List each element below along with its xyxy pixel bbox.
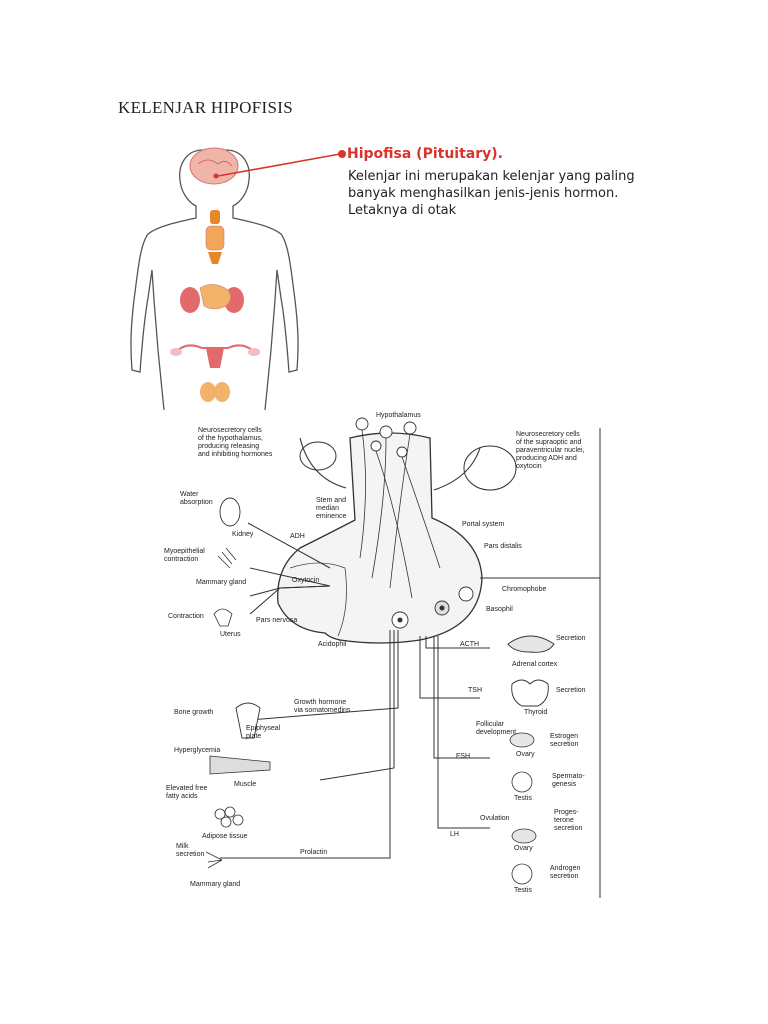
- label-kidney: Kidney: [232, 531, 254, 538]
- label-hypothalamus: Hypothalamus: [376, 412, 421, 419]
- label-neuro-right-5: oxytocin: [516, 463, 542, 470]
- label-growth-2: via somatomedins: [294, 707, 351, 714]
- label-pars-distalis: Pars distalis: [484, 543, 522, 550]
- label-epiphyseal-2: plate: [246, 733, 261, 740]
- label-acth: ACTH: [460, 641, 479, 648]
- label-elevated-1: Elevated free: [166, 785, 207, 792]
- adrenal-cortex-shape: [507, 635, 555, 653]
- label-elevated-2: fatty acids: [166, 793, 198, 800]
- label-oxytocin: Oxytocin: [292, 577, 319, 584]
- label-lh: LH: [450, 831, 459, 838]
- label-water-2: absorption: [180, 499, 213, 506]
- label-acidophil: Acidophil: [318, 641, 347, 648]
- label-secretion-2: Secretion: [556, 687, 586, 694]
- description-line-1: Kelenjar ini merupakan kelenjar yang pal…: [348, 169, 635, 184]
- label-neuro-left-3: producing releasing: [198, 443, 259, 450]
- label-testis-2: Testis: [514, 887, 532, 894]
- label-spermato-2: genesis: [552, 781, 577, 788]
- label-stem-3: eminence: [316, 513, 346, 520]
- label-stem-2: median: [316, 505, 339, 512]
- label-epiphyseal-1: Epiphyseal: [246, 725, 281, 732]
- label-hyperglycemia: Hyperglycemia: [174, 747, 220, 754]
- label-myoepithelial-1: Myoepithelial: [164, 548, 205, 555]
- label-fsh: FSH: [456, 753, 470, 760]
- label-ovary-1: Ovary: [516, 751, 535, 758]
- label-ovulation: Ovulation: [480, 815, 510, 822]
- label-androgen-1: Androgen: [550, 865, 580, 872]
- label-tsh: TSH: [468, 687, 482, 694]
- pituitary-description: Kelenjar ini merupakan kelenjar yang pal…: [348, 168, 668, 219]
- callout-line: [217, 153, 341, 177]
- label-muscle: Muscle: [234, 781, 256, 788]
- label-estrogen-2: secretion: [550, 741, 579, 748]
- label-milk-2: secretion: [176, 851, 205, 858]
- body-outline: [130, 149, 299, 410]
- label-estrogen-1: Estrogen: [550, 733, 578, 740]
- label-neuro-right-4: producing ADH and: [516, 455, 577, 462]
- description-line-2: banyak menghasilkan jenis-jenis hormon.: [348, 186, 619, 201]
- pituitary-heading: Hipofisa (Pituitary).: [347, 146, 503, 162]
- pituitary-gland: [277, 432, 483, 644]
- label-adrenal-cortex: Adrenal cortex: [512, 661, 558, 668]
- brain-shape: [189, 147, 239, 185]
- page-title: KELENJAR HIPOFISIS: [118, 98, 293, 117]
- body-illustration: [130, 147, 346, 410]
- label-prolactin: Prolactin: [300, 849, 327, 856]
- label-myoepithelial-2: contraction: [164, 556, 198, 563]
- label-neuro-left-4: and inhibiting hormones: [198, 451, 273, 458]
- label-neuro-right-2: of the supraoptic and: [516, 439, 581, 446]
- label-testis-1: Testis: [514, 795, 532, 802]
- label-chromophobe: Chromophobe: [502, 586, 546, 593]
- label-adh: ADH: [290, 533, 305, 540]
- description-line-3: Letaknya di otak: [348, 203, 457, 218]
- label-mammary-gland-2: Mammary gland: [190, 881, 240, 888]
- label-neuro-right-3: paraventricular nuclei,: [516, 447, 585, 454]
- label-spermato-1: Spermato-: [552, 773, 585, 780]
- thyroid-shape: [511, 679, 549, 707]
- label-uterus: Uterus: [220, 631, 241, 638]
- label-follicular-1: Follicular: [476, 721, 505, 728]
- label-growth-1: Growth hormone: [294, 699, 346, 706]
- label-thyroid: Thyroid: [524, 709, 547, 716]
- label-adipose-tissue: Adipose tissue: [202, 833, 248, 840]
- label-milk-1: Milk: [176, 843, 189, 850]
- label-follicular-2: development: [476, 729, 516, 736]
- label-proges-1: Proges-: [554, 809, 579, 816]
- label-basophil: Basophil: [486, 606, 513, 613]
- label-mammary-gland-1: Mammary gland: [196, 579, 246, 586]
- label-secretion-1: Secretion: [556, 635, 586, 642]
- label-contraction: Contraction: [168, 613, 204, 620]
- pituitary-dot: [213, 173, 219, 179]
- label-proges-2: terone: [554, 817, 574, 824]
- label-neuro-left-2: of the hypothalamus,: [198, 435, 263, 442]
- label-pars-nervosa: Pars nervosa: [256, 617, 297, 624]
- label-proges-3: secretion: [554, 825, 583, 832]
- pituitary-hormone-diagram: Hypothalamus Neurosecretory cells of the…: [164, 412, 601, 898]
- label-neuro-right-1: Neurosecretory cells: [516, 431, 580, 438]
- label-bone-growth: Bone growth: [174, 709, 213, 716]
- label-water-1: Water: [180, 491, 199, 498]
- label-neuro-left-1: Neurosecretory cells: [198, 427, 262, 434]
- label-androgen-2: secretion: [550, 873, 579, 880]
- label-stem-1: Stem and: [316, 497, 346, 504]
- label-ovary-2: Ovary: [514, 845, 533, 852]
- label-portal-system: Portal system: [462, 521, 505, 528]
